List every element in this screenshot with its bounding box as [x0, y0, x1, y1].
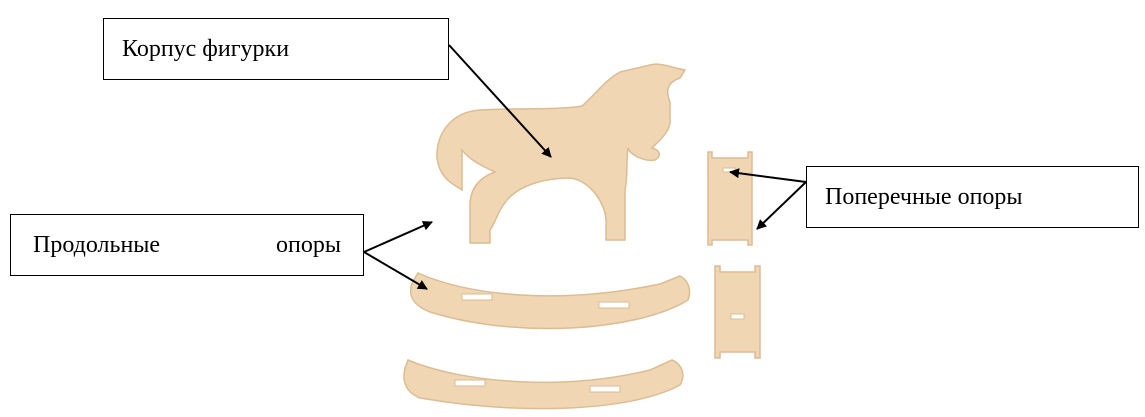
rocker-bottom — [404, 360, 683, 409]
cross-support-top-slot — [723, 168, 735, 172]
horse-body-piece — [437, 64, 685, 243]
arrow-long-top — [364, 222, 432, 252]
label-long-supports-word1: Продольные — [33, 233, 160, 257]
arrow-long-bottom — [364, 252, 427, 289]
label-long-supports-word2: опоры — [276, 233, 341, 257]
label-cross-supports-text: Поперечные опоры — [825, 185, 1023, 209]
label-long-supports: Продольные опоры — [10, 214, 364, 276]
rocker-top — [411, 273, 690, 329]
label-body: Корпус фигурки — [103, 18, 449, 80]
rocker-bottom-slot-left — [455, 380, 485, 386]
label-cross-supports: Поперечные опоры — [806, 166, 1139, 228]
arrow-cross-bottom — [757, 182, 806, 229]
cross-support-top — [708, 152, 752, 245]
cross-support-bottom-slot — [731, 314, 744, 319]
label-body-text: Корпус фигурки — [122, 37, 289, 61]
rocker-top-slot-right — [599, 302, 629, 308]
rocker-top-slot-left — [462, 294, 492, 300]
rocker-bottom-slot-right — [590, 386, 620, 392]
cross-support-bottom — [715, 266, 760, 358]
